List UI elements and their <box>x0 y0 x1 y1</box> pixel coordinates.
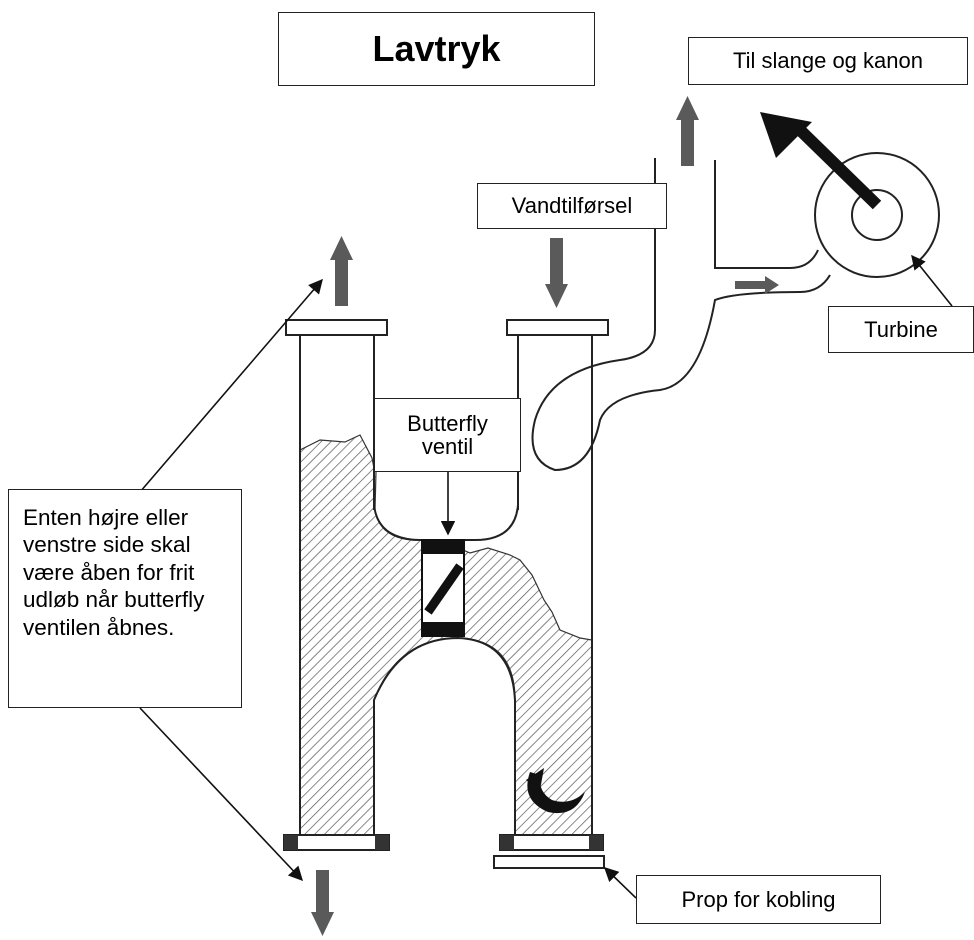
water-supply-label: Vandtilførsel <box>511 193 633 218</box>
turbine-label-box: Turbine <box>828 306 974 353</box>
valve-disc <box>424 563 464 615</box>
butterfly-label-line1: Butterfly <box>407 410 488 436</box>
valve-top-seal <box>422 540 464 554</box>
left-bottom-flange-end-l <box>284 835 298 850</box>
water-supply-label-box: Vandtilførsel <box>477 183 667 229</box>
turbine-label: Turbine <box>864 316 938 342</box>
swirl-crescent <box>527 772 585 814</box>
coupling-plug <box>493 855 605 869</box>
flow-arrow-up-outlet <box>676 96 699 166</box>
plug-label-box: Prop for kobling <box>636 875 881 924</box>
turbine-hub <box>851 189 903 241</box>
lower-arch <box>373 636 516 838</box>
left-top-flange <box>285 319 388 336</box>
left-bottom-flange <box>283 834 390 851</box>
right-top-flange <box>506 319 609 336</box>
discharge-arrow-shaft <box>795 125 882 210</box>
plug-pointer <box>603 866 637 899</box>
swirl-tip <box>526 768 544 790</box>
butterfly-label-line2: ventil <box>421 434 474 459</box>
left-bottom-flange-end-r <box>375 835 389 850</box>
note-text: Enten højre eller venstre side skal være… <box>23 505 205 640</box>
flow-arrow-down-supply <box>545 238 568 308</box>
plug-label: Prop for kobling <box>681 886 836 912</box>
outlet-label-box: Til slange og kanon <box>688 37 968 85</box>
discharge-arrow-head <box>760 112 812 158</box>
flow-arrow-up-left <box>330 236 353 306</box>
note-pointer-up <box>139 278 323 493</box>
outlet-label: Til slange og kanon <box>733 48 923 73</box>
flow-arrow-right-turbine <box>735 276 779 294</box>
note-pointer-down <box>139 707 303 882</box>
flow-arrow-down-left <box>311 870 334 936</box>
butterfly-label-box: Butterfly ventil <box>374 398 521 472</box>
page-title: Lavtryk <box>372 28 501 69</box>
right-bottom-flange <box>499 834 604 851</box>
right-bottom-flange-end-r <box>589 835 603 850</box>
suction-hose-outer <box>531 158 831 472</box>
valve-bottom-seal <box>422 622 464 636</box>
turbine-pointer <box>911 254 953 307</box>
title-box: Lavtryk <box>278 12 595 86</box>
upper-connector <box>373 504 519 541</box>
suction-hose-inner <box>714 160 819 269</box>
right-bottom-flange-end-l <box>500 835 514 850</box>
note-box: Enten højre eller venstre side skal være… <box>8 489 242 708</box>
